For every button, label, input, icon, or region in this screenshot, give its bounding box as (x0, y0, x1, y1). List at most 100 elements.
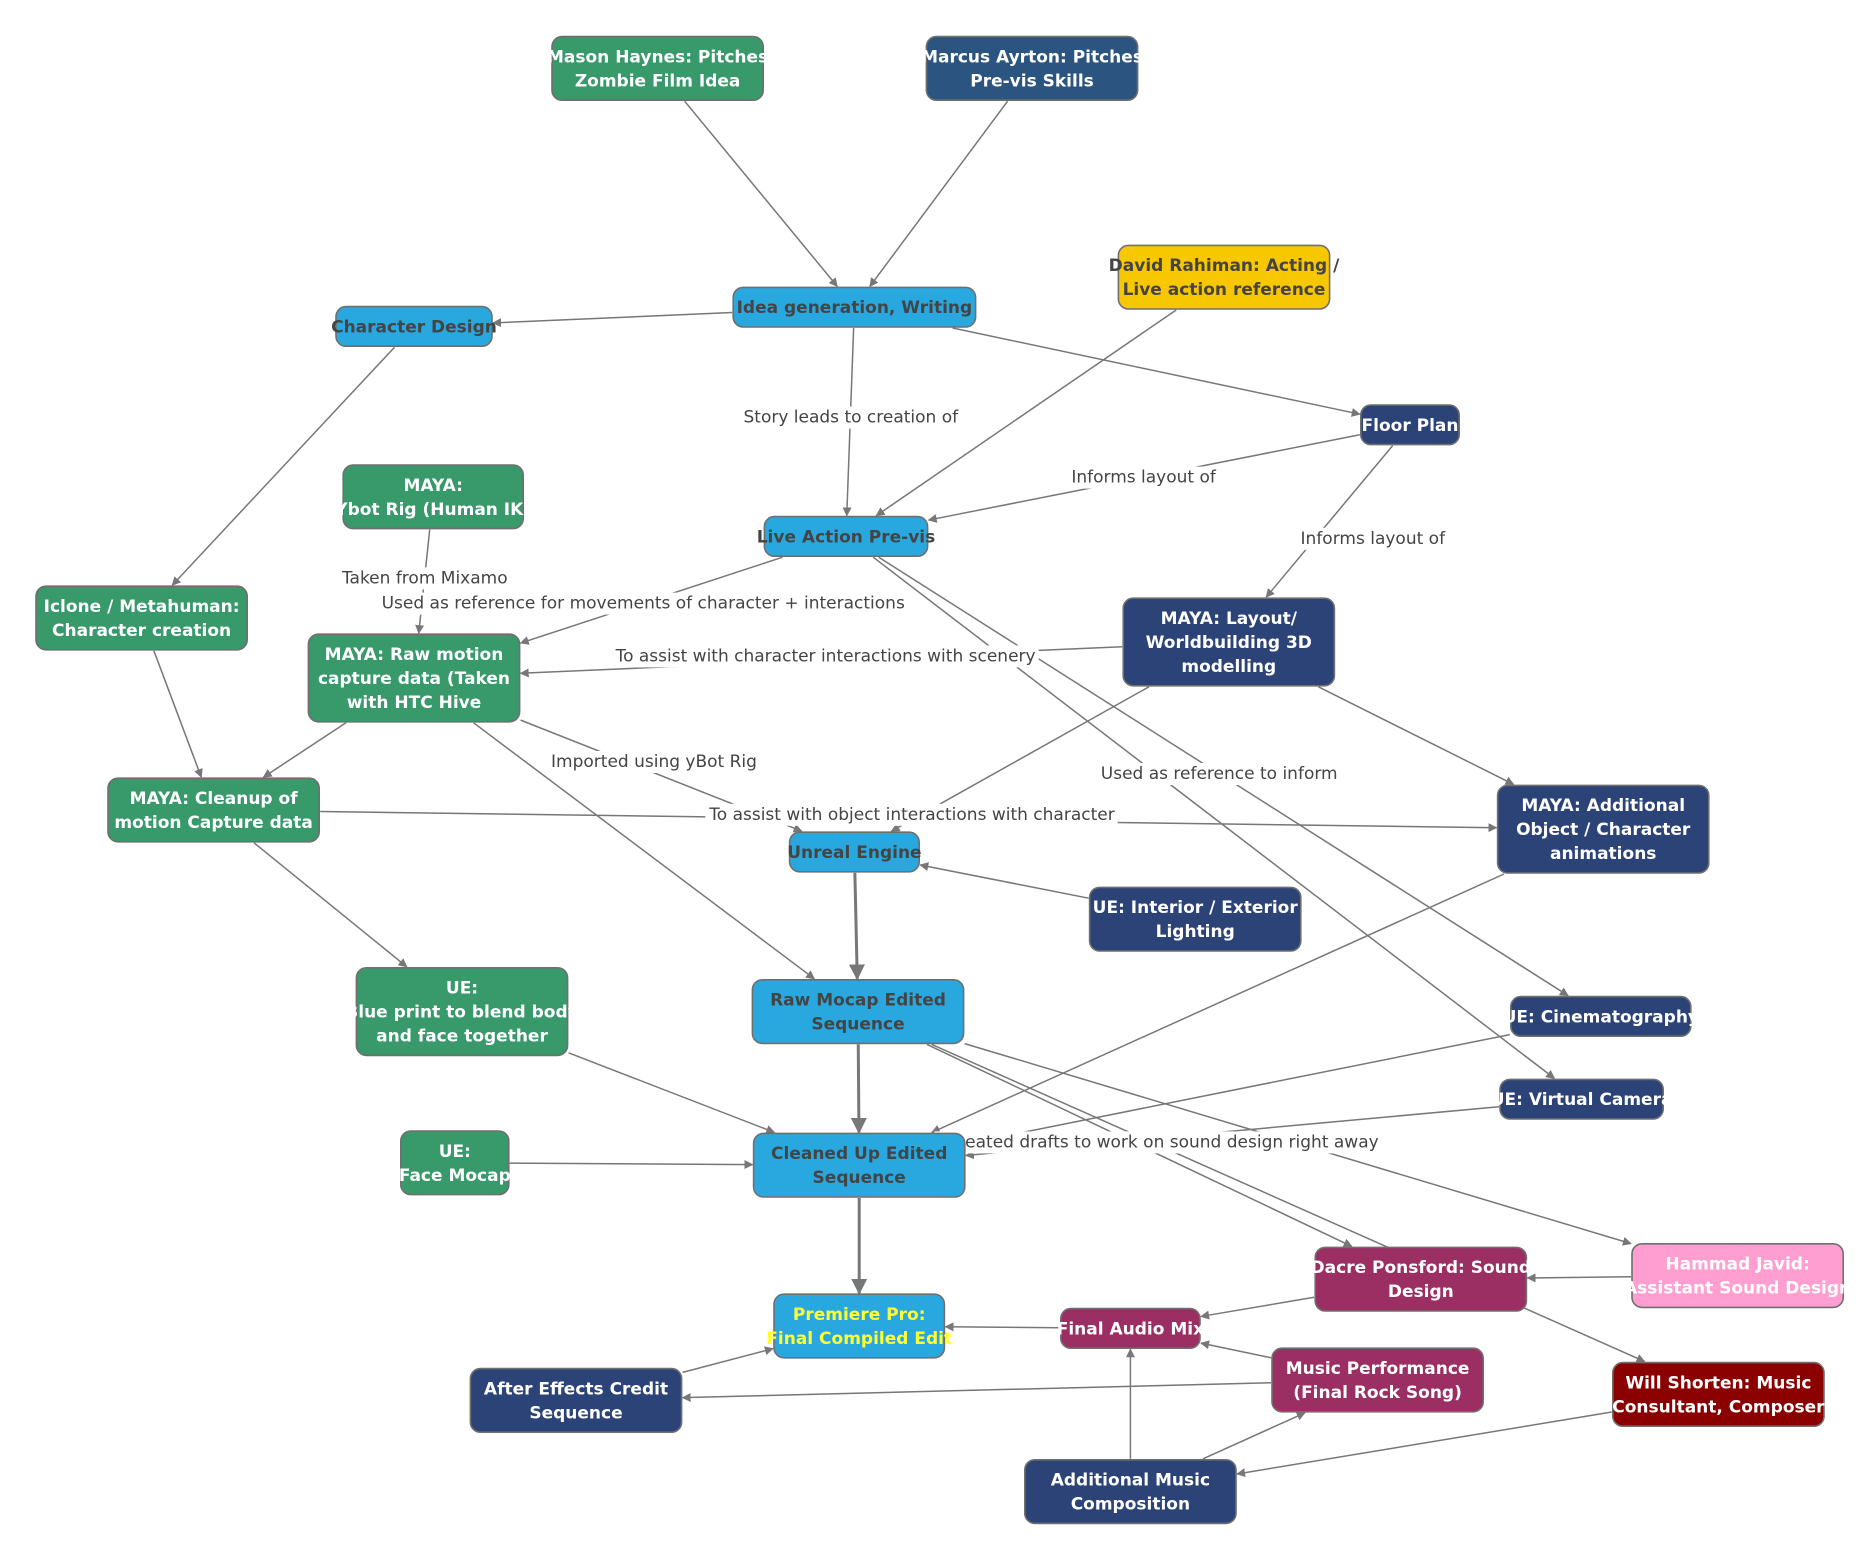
edge-label-idea-to-liveaction: Story leads to creation of (743, 408, 959, 428)
node-label-layout: Worldbuilding 3D (1146, 633, 1312, 653)
node-label-facemocap: Face Mocap (399, 1166, 511, 1186)
node-label-cinema: UE: Cinematography (1503, 1007, 1699, 1027)
node-box-aftereffects (469, 1367, 683, 1433)
edge-label-floorplan-to-layout: Informs layout of (1301, 529, 1447, 549)
edge-dacre-to-finalaudio (1200, 1296, 1315, 1320)
node-label-marcus: Marcus Ayrton: Pitches (921, 47, 1143, 67)
node-label-musicperf: (Final Rock Song) (1293, 1383, 1462, 1403)
node-label-rawmotion: capture data (Taken (318, 669, 510, 689)
node-label-rawmotion: with HTC Hive (347, 693, 482, 713)
node-box-hammad (1631, 1243, 1844, 1309)
node-label-dacre: Design (1388, 1282, 1454, 1302)
node-label-chardesign: Character Design (331, 317, 497, 337)
node-vcam: UE: Virtual Camera (1491, 1078, 1673, 1120)
edge-iclone-to-cleanup (153, 650, 203, 779)
node-label-hammad: Hammad Javid: (1665, 1255, 1809, 1275)
node-label-david: Live action reference (1123, 280, 1326, 300)
node-liveaction: Live Action Pre-vis (757, 515, 935, 557)
edge-rawmotion-to-cleanup (262, 722, 347, 778)
node-label-hammad: Assistant Sound Design (1624, 1279, 1851, 1299)
node-box-addmusic (1024, 1459, 1237, 1525)
edge-marcus-to-idea (869, 100, 1009, 288)
edge-label-liveaction-to-cinema: Used as reference to inform (1101, 764, 1338, 784)
node-hammad: Hammad Javid: Assistant Sound Design (1624, 1243, 1851, 1309)
node-david: David Rahiman: Acting /Live action refer… (1109, 244, 1340, 310)
node-box-chardesign (335, 305, 493, 348)
node-box-additional (1496, 784, 1710, 874)
node-label-unreal: Unreal Engine (787, 843, 921, 863)
node-box-finalaudio (1060, 1307, 1201, 1349)
edge-idea-to-chardesign (492, 311, 733, 328)
node-box-rawmotion (307, 633, 521, 723)
node-label-floorplan: Floor Plan (1362, 416, 1459, 436)
node-unreal: Unreal Engine (787, 831, 922, 873)
node-box-cleanedup (752, 1132, 966, 1198)
edge-label-background (548, 751, 760, 773)
node-label-will: Consultant, Composer (1612, 1397, 1825, 1417)
node-label-mason: Zombie Film Idea (575, 71, 741, 91)
node-box-cleanup (107, 777, 320, 843)
node-box-marcus (925, 35, 1139, 101)
edge-label-background (378, 592, 908, 615)
node-label-dacre: Dacre Ponsford: Sound (1311, 1258, 1532, 1278)
node-label-premiere: Premiere Pro: (793, 1305, 926, 1325)
node-facemocap: UE:Face Mocap (399, 1130, 511, 1196)
node-label-will: Will Shorten: Music (1625, 1373, 1811, 1393)
node-box-floorplan (1360, 404, 1461, 446)
edge-musicperf-to-finalaudio (1200, 1340, 1272, 1359)
edge-label-rawmotion-to-unreal: Imported using yBot Rig (551, 752, 757, 772)
node-box-premiere (773, 1293, 946, 1359)
edge-mason-to-idea (684, 100, 838, 288)
node-label-additional: Object / Character (1516, 820, 1691, 840)
edge-will-to-addmusic (1236, 1411, 1612, 1478)
edge-label-background (934, 1131, 1382, 1154)
node-ybot: MAYA:Ybot Rig (Human IK) (334, 464, 531, 530)
edge-label-cleanup-to-additional: To assist with object interactions with … (708, 805, 1114, 825)
edge-additional-to-cleanedup (931, 873, 1505, 1134)
edge-chardesign-to-iclone (171, 346, 396, 586)
node-box-rawmocap (751, 978, 965, 1045)
node-label-lighting: UE: Interior / Exterior (1093, 898, 1299, 918)
edge-label-background (705, 803, 1118, 826)
node-label-blueprint: Blue print to blend body (345, 1003, 578, 1023)
node-idea: Idea generation, Writing (732, 286, 977, 328)
node-box-dacre (1314, 1246, 1528, 1312)
edge-lighting-to-unreal (919, 862, 1089, 899)
edge-liveaction-to-vcam (872, 556, 1556, 1079)
edge-label-background (1068, 466, 1220, 489)
edge-finalaudio-to-premiere (944, 1322, 1060, 1332)
node-label-rawmocap: Sequence (811, 1015, 904, 1035)
edge-blueprint-to-cleanedup (568, 1052, 776, 1134)
node-box-david (1117, 244, 1331, 310)
node-box-vcam (1499, 1078, 1664, 1120)
edge-musicperf-to-aftereffects (681, 1381, 1272, 1402)
edge-label-background (337, 567, 511, 590)
edge-cleanup-to-blueprint (253, 842, 408, 968)
node-iclone: Iclone / Metahuman:Character creation (35, 585, 248, 651)
node-label-cleanup: motion Capture data (114, 813, 312, 833)
edge-label-ybot-to-rawmotion: Taken from Mixamo (341, 568, 508, 588)
node-finalaudio: Final Audio Mix (1057, 1307, 1204, 1349)
node-box-ybot (342, 464, 525, 530)
edge-cinema-to-cleanedup (964, 1033, 1510, 1147)
edge-rawmotion-to-rawmocap (473, 722, 816, 980)
node-musicperf: Music Performance(Final Rock Song) (1271, 1347, 1484, 1413)
node-box-mason (551, 35, 764, 101)
node-box-unreal (788, 831, 920, 873)
edge-label-background (611, 645, 1039, 668)
node-label-aftereffects: After Effects Credit (484, 1379, 668, 1399)
node-label-marcus: Pre-vis Skills (970, 71, 1094, 91)
node-label-vcam: UE: Virtual Camera (1491, 1090, 1673, 1110)
node-label-addmusic: Composition (1071, 1495, 1190, 1515)
